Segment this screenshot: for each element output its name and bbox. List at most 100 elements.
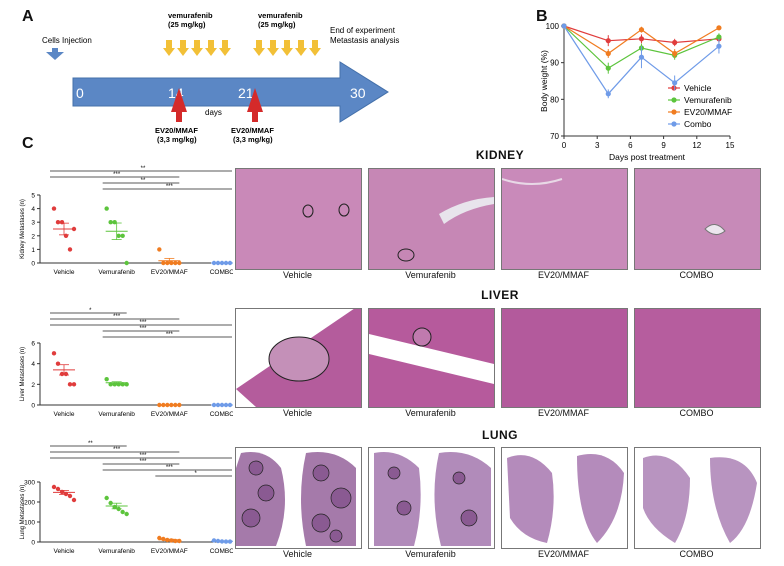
bw-x-tick-label: 12 [692, 141, 701, 150]
panel-a-label: A [22, 8, 34, 25]
kidney-image-vemurafenib [368, 168, 495, 270]
bw-data-point [638, 27, 645, 33]
kidney-section-title: KIDNEY [475, 148, 525, 162]
kidney-significance-label: ** [141, 178, 146, 184]
kidney-data-point [120, 233, 125, 238]
bw-data-point [638, 54, 645, 60]
kidney-significance-label: ** [141, 166, 146, 172]
kidney-caption-vehicle: Vehicle [282, 270, 313, 280]
ev20-dose-1: (3,3 mg/kg) [157, 135, 197, 144]
day-mark-21: 21 [238, 85, 254, 101]
bw-data-point [716, 43, 722, 49]
lung-category-label: EV20/MMAF [151, 548, 188, 555]
lung-y-tick-label: 300 [24, 480, 35, 487]
liver-y-tick-label: 2 [31, 382, 35, 389]
bw-legend-marker [671, 121, 677, 127]
day-mark-30: 30 [350, 85, 366, 101]
liver-caption-vemurafenib: Vemurafenib [405, 408, 456, 418]
lung-y-tick-label: 100 [24, 520, 35, 527]
lung-data-point [124, 511, 129, 517]
bw-x-tick-label: 3 [595, 141, 600, 150]
bw-x-tick-label: 0 [562, 141, 567, 150]
liver-significance-label: *** [139, 320, 147, 326]
lung-significance-label: ** [88, 441, 93, 447]
kidney-category-label: Vehicle [54, 269, 75, 276]
vemurafenib-dose-1: (25 mg/kg) [168, 20, 206, 29]
lung-y-tick-label: 0 [31, 540, 35, 547]
lung-caption-vehicle: Vehicle [282, 549, 313, 559]
ev20-label-1: EV20/MMAF [155, 126, 198, 135]
liver-y-tick-label: 4 [31, 361, 35, 368]
ev20-label-2: EV20/MMAF [231, 126, 274, 135]
kidney-data-point [124, 260, 129, 266]
liver-significance-label: *** [166, 332, 174, 338]
bw-data-point [672, 39, 678, 46]
bw-y-tick-label: 100 [546, 22, 560, 31]
kidney-image-ev20 [501, 168, 628, 270]
lung-section-title: LUNG [482, 428, 518, 442]
bw-legend-marker [671, 97, 677, 103]
bw-x-tick-label: 6 [628, 141, 633, 150]
kidney-data-point [161, 260, 166, 266]
lung-category-label: Vehicle [54, 548, 75, 555]
lung-image-vehicle [235, 447, 362, 549]
bw-x-tick-label: 15 [726, 141, 735, 150]
lung-significance-label: *** [139, 459, 147, 465]
bw-data-point [605, 65, 611, 71]
kidney-data-point [51, 206, 57, 211]
vemurafenib-label-1: vemurafenib [168, 11, 213, 20]
lung-significance-label: * [194, 471, 197, 477]
ev20-dose-arrow-1 [171, 88, 187, 122]
kidney-y-axis-label: Kidney Metastases (n) [20, 199, 26, 259]
kidney-data-point [63, 233, 69, 238]
bw-y-tick-label: 70 [550, 132, 559, 141]
kidney-data-point [112, 220, 117, 225]
kidney-data-point [116, 233, 121, 238]
kidney-y-tick-label: 1 [31, 247, 35, 254]
liver-category-label: EV20/MMAF [151, 411, 188, 418]
liver-y-tick-label: 6 [31, 341, 35, 348]
timeline-arrow [72, 61, 389, 123]
lung-image-combo [634, 447, 761, 549]
liver-data-point [104, 376, 109, 382]
panel-b-label: B [536, 8, 548, 25]
kidney-y-tick-label: 5 [31, 193, 35, 200]
liver-image-vehicle [235, 308, 362, 408]
liver-data-point [55, 361, 61, 366]
bw-data-point [672, 80, 678, 86]
bw-y-tick-label: 90 [550, 59, 559, 68]
kidney-data-point [55, 220, 61, 225]
vemurafenib-dose-arrows [163, 40, 321, 56]
lung-y-axis-label: Lung Metastases (n) [20, 485, 26, 540]
lung-data-point [120, 509, 125, 515]
kidney-data-point [67, 247, 73, 252]
liver-data-point [71, 382, 77, 387]
kidney-data-point [59, 220, 65, 225]
kidney-y-tick-label: 2 [31, 233, 35, 240]
kidney-caption-vemurafenib: Vemurafenib [405, 270, 456, 280]
liver-section-title: LIVER [481, 288, 519, 302]
liver-image-vemurafenib [368, 308, 495, 408]
panel-c-label: C [22, 135, 34, 152]
liver-category-label: Vemurafenib [98, 411, 135, 418]
lung-data-point [108, 500, 113, 506]
bw-data-point [716, 34, 722, 40]
vemurafenib-dose-2: (25 mg/kg) [258, 20, 296, 29]
kidney-category-label: Vemurafenib [98, 269, 135, 276]
bw-data-point [561, 23, 567, 29]
liver-data-point [59, 371, 65, 377]
liver-significance-label: *** [113, 314, 121, 320]
liver-data-point [51, 351, 57, 356]
lung-image-ev20 [501, 447, 628, 549]
liver-caption-ev20: EV20/MMAF [537, 408, 589, 418]
day-mark-0: 0 [76, 85, 84, 101]
liver-significance-label: * [89, 308, 92, 314]
kidney-category-label: EV20/MMAF [151, 269, 188, 276]
lung-data-point [67, 493, 73, 499]
kidney-data-point [108, 220, 113, 225]
liver-data-point [67, 382, 73, 387]
liver-caption-combo: COMBO [679, 408, 714, 418]
